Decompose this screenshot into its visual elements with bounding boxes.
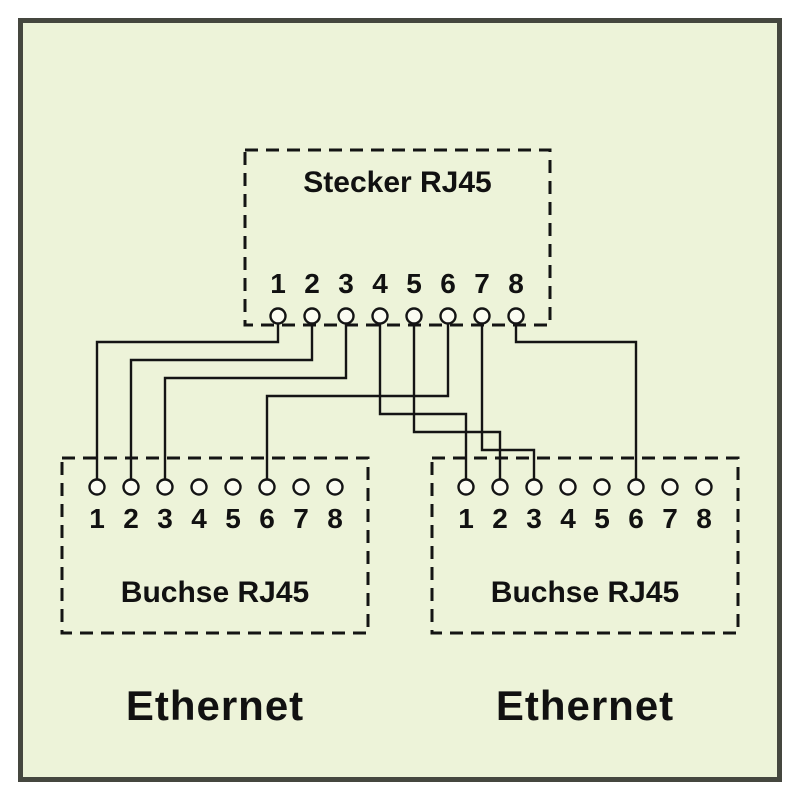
socket-left-title: Buchse RJ45 (120, 576, 310, 609)
ethernet-caption-right: Ethernet (495, 682, 675, 729)
socket-right-title: Buchse RJ45 (490, 576, 680, 609)
ethernet-caption-left: Ethernet (125, 682, 305, 729)
plug-title: Stecker RJ45 (303, 166, 492, 199)
diagram-frame (18, 18, 782, 782)
